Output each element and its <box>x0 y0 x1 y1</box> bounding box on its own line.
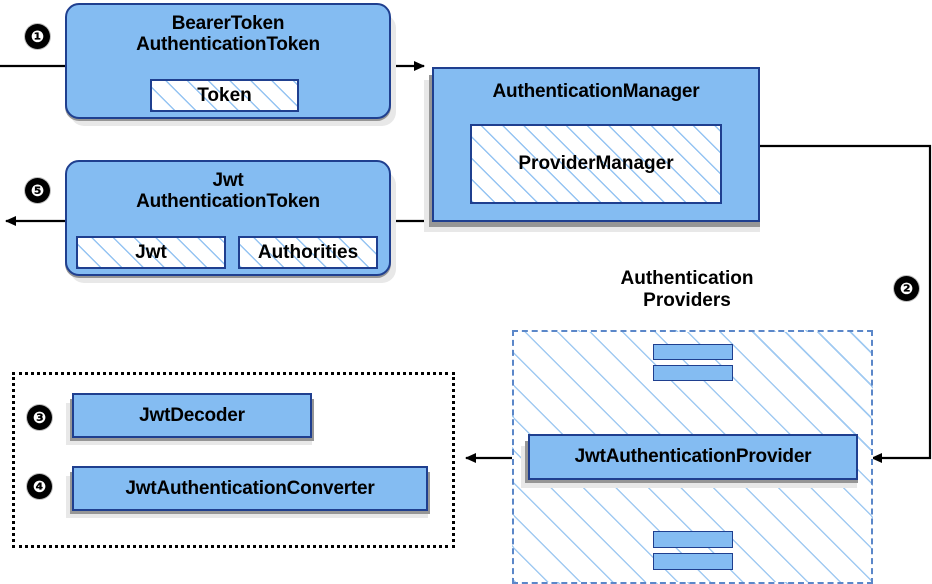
bearer-token-slot-token[interactable]: Token <box>150 79 299 112</box>
jwt-decoder-node[interactable]: JwtDecoder <box>72 393 312 438</box>
authentication-providers-label: Authentication Providers <box>570 268 804 312</box>
authentication-manager-slot-provider-manager[interactable]: ProviderManager <box>470 124 722 204</box>
jwt-authentication-token-node[interactable]: Jwt AuthenticationToken <box>65 160 391 276</box>
step-badge-3: ❸ <box>27 405 52 430</box>
jwt-token-slot-authorities-label: Authorities <box>257 241 359 263</box>
jwt-token-slot-authorities[interactable]: Authorities <box>238 236 378 269</box>
step-badge-4: ❹ <box>27 474 52 499</box>
jwt-authentication-converter-node[interactable]: JwtAuthenticationConverter <box>72 466 428 511</box>
jwt-authentication-converter-title: JwtAuthenticationConverter <box>125 477 375 499</box>
jwt-token-title-line1: Jwt <box>212 170 244 191</box>
jwt-token-title-line2: AuthenticationToken <box>136 191 320 213</box>
provider-placeholder-bar-top-1 <box>653 344 733 360</box>
bearer-token-slot-token-label: Token <box>197 84 252 106</box>
authentication-providers-label-line1: Authentication <box>620 268 754 289</box>
jwt-authentication-provider-node[interactable]: JwtAuthenticationProvider <box>528 434 858 480</box>
jwt-support-beans-group <box>12 372 455 548</box>
provider-placeholder-bar-top-2 <box>653 365 733 381</box>
provider-manager-label: ProviderManager <box>518 153 674 174</box>
jwt-decoder-title: JwtDecoder <box>139 404 245 426</box>
step-badge-2: ❷ <box>894 276 919 301</box>
provider-placeholder-bar-bottom-1 <box>653 531 733 548</box>
jwt-authentication-provider-title: JwtAuthenticationProvider <box>574 446 812 468</box>
step-badge-1: ❶ <box>25 24 50 49</box>
jwt-token-slot-jwt-label: Jwt <box>135 241 167 263</box>
provider-placeholder-bar-bottom-2 <box>653 553 733 570</box>
authentication-providers-label-line2: Providers <box>643 289 731 311</box>
bearer-token-title-line1: BearerToken <box>171 13 285 34</box>
bearer-token-title-line2: AuthenticationToken <box>136 34 320 56</box>
jwt-token-slot-jwt[interactable]: Jwt <box>76 236 226 269</box>
bearer-token-authentication-token-node[interactable]: BearerToken AuthenticationToken <box>65 3 391 119</box>
authentication-manager-title: AuthenticationManager <box>492 81 700 102</box>
step-badge-5: ❺ <box>25 178 50 203</box>
